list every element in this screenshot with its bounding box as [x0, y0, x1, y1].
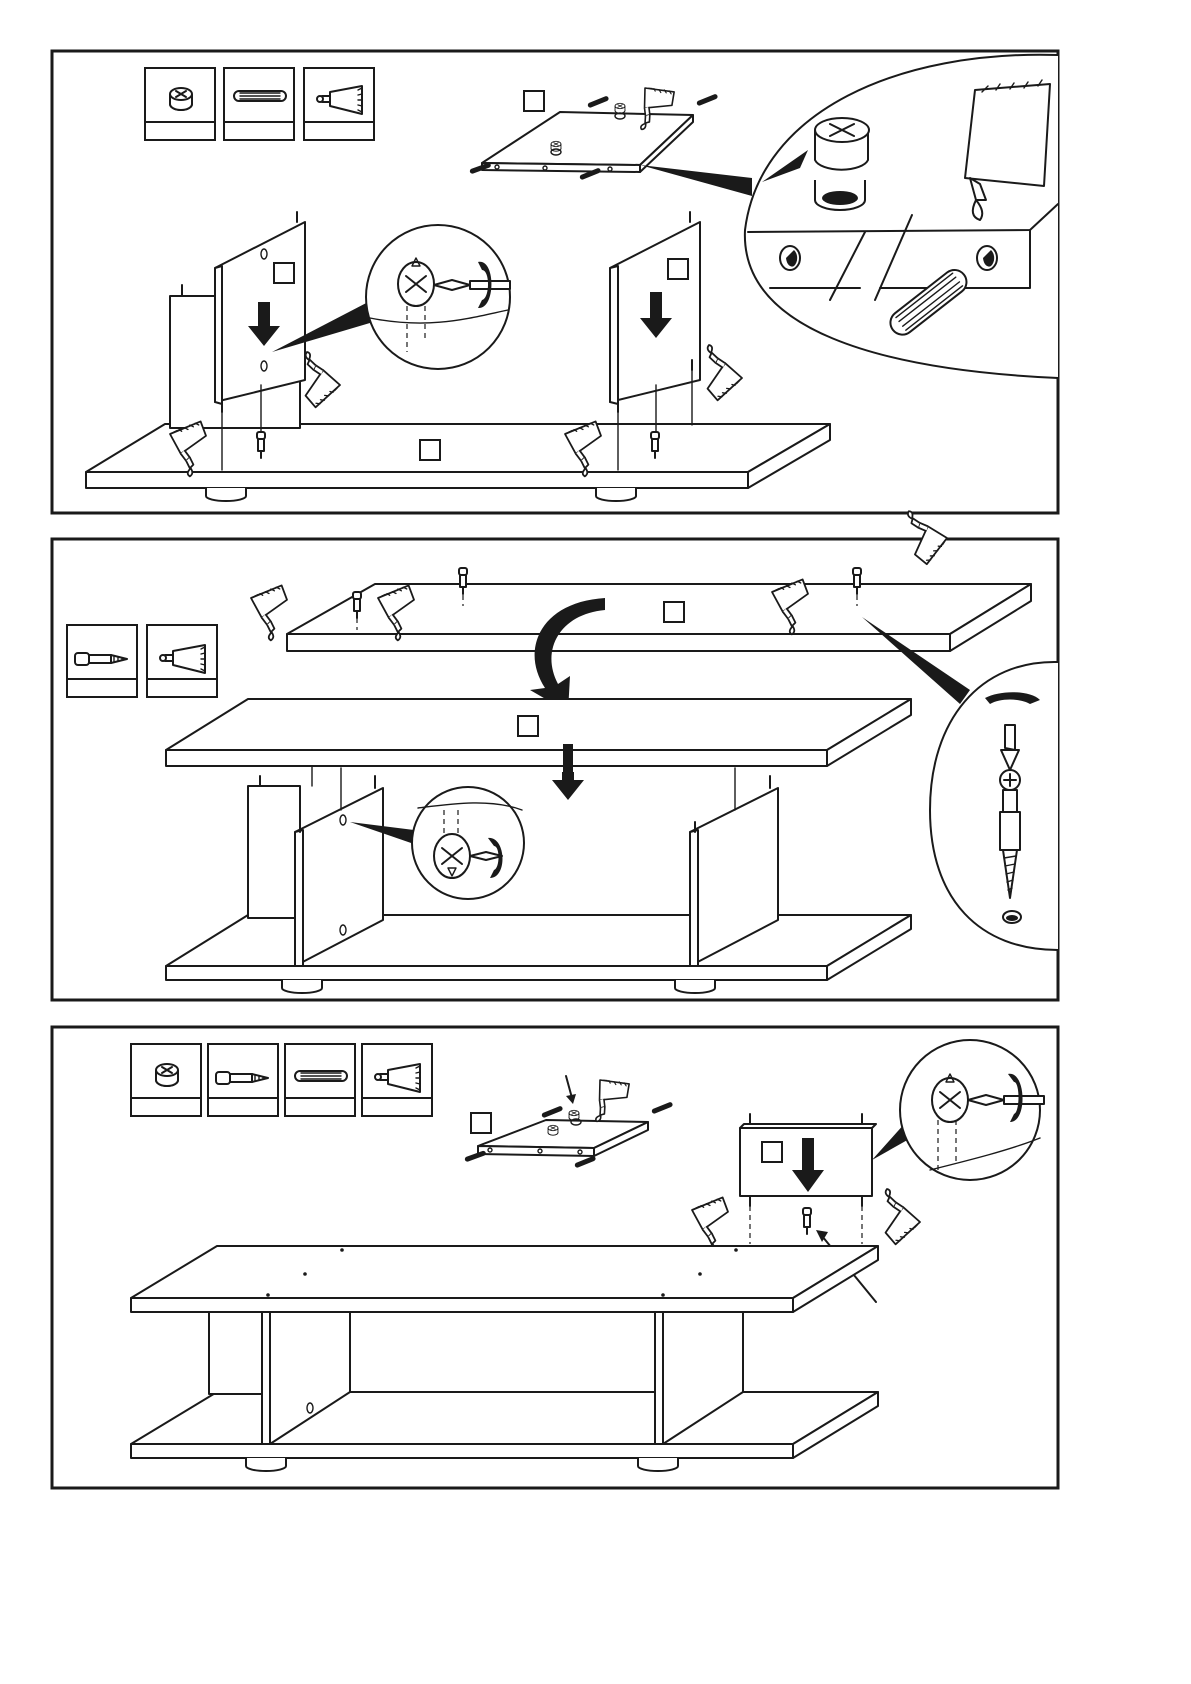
- part-label-box: [471, 1113, 491, 1133]
- step-panel-3: [52, 1027, 1058, 1488]
- part-label-box: [762, 1142, 782, 1162]
- wood-dowel-icon: [295, 1071, 347, 1081]
- step-panel-2: [52, 501, 1058, 1000]
- hardware-tile-dowel: [285, 1044, 355, 1116]
- part-label-box: [420, 440, 440, 460]
- hardware-tile-cam-bolt: [208, 1044, 278, 1116]
- part-label-box: [524, 91, 544, 111]
- cam-lock-icon: [156, 1064, 178, 1086]
- hardware-tile-glue: [304, 68, 374, 140]
- hardware-legend: [145, 68, 374, 140]
- hardware-tile-glue: [147, 625, 217, 697]
- hardware-tile-glue: [362, 1044, 432, 1116]
- part-label-box: [274, 263, 294, 283]
- wood-dowel-icon: [234, 91, 286, 101]
- hardware-tile-dowel: [224, 68, 294, 140]
- part-label-box: [518, 716, 538, 736]
- step-panel-1: [52, 51, 1058, 513]
- part-label-box: [668, 259, 688, 279]
- cam-lock-icon: [170, 88, 192, 110]
- part-label-box: [664, 602, 684, 622]
- hardware-tile-cam-lock: [145, 68, 215, 140]
- hardware-tile-cam-lock: [131, 1044, 201, 1116]
- hardware-tile-cam-bolt: [67, 625, 137, 697]
